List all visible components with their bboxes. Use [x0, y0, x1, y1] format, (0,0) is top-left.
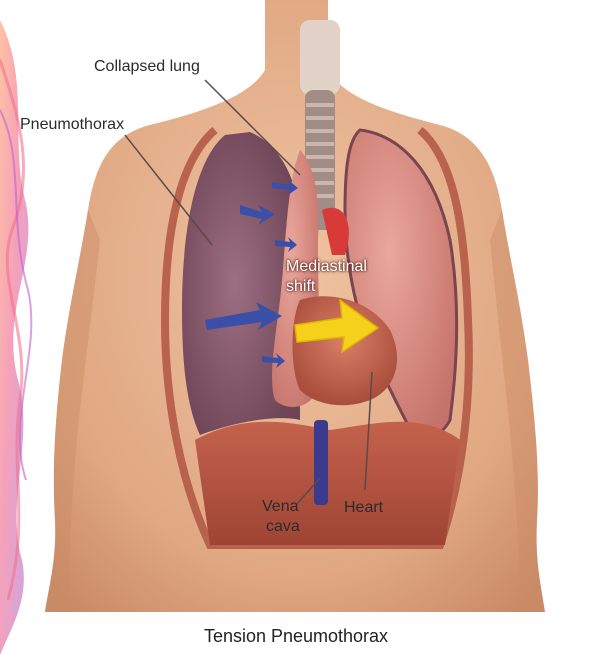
label-vena: Vena [262, 498, 298, 516]
vena-cava [314, 420, 328, 505]
label-shift: shift [286, 278, 315, 296]
label-mediastinal: Mediastinal [286, 258, 367, 276]
label-cava: cava [266, 518, 300, 536]
label-pneumothorax: Pneumothorax [20, 116, 124, 134]
figure-caption: Tension Pneumothorax [0, 626, 592, 647]
label-heart: Heart [344, 499, 383, 517]
label-collapsed-lung: Collapsed lung [94, 58, 200, 76]
